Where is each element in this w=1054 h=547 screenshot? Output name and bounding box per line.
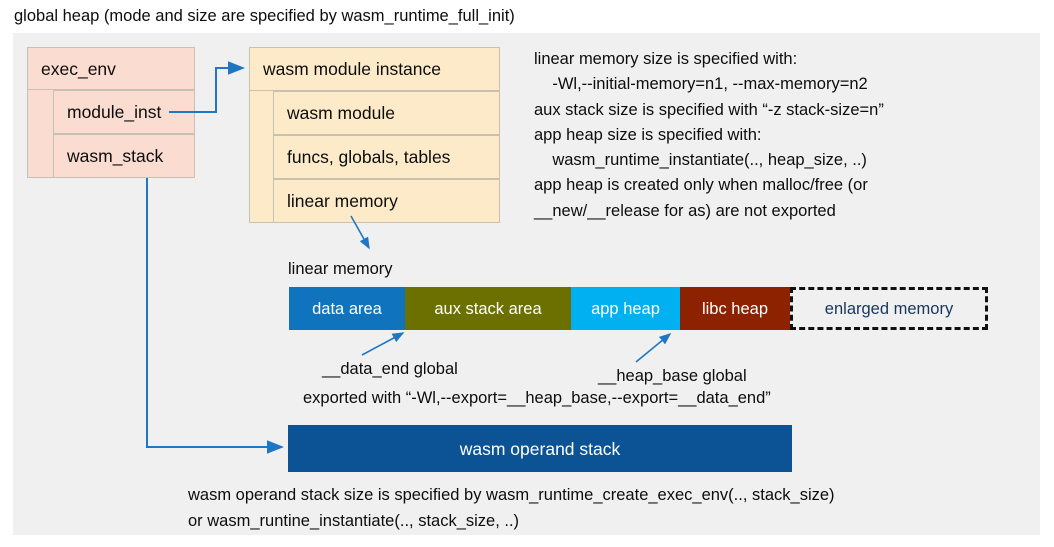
page-title: global heap (mode and size are specified… xyxy=(14,7,515,25)
wasm-module-instance-header: wasm module instance xyxy=(249,47,500,91)
wmi-row-label: wasm module xyxy=(287,103,395,123)
linear-memory-bar: data area aux stack area app heap libc heap… xyxy=(289,287,988,330)
memory-segment-label: aux stack area xyxy=(434,299,542,318)
linear-memory-bar-label: linear memory xyxy=(288,260,393,278)
memory-segment-label: libc heap xyxy=(701,299,769,318)
exec-env-row-label: wasm_stack xyxy=(67,146,164,166)
configuration-notes: linear memory size is specified with: -W… xyxy=(534,50,884,220)
wasm-operand-stack-box: wasm operand stack xyxy=(288,425,792,472)
memory-segment-label: data area xyxy=(312,299,382,318)
memory-segment: app heap xyxy=(571,287,680,330)
wmi-row-label: funcs, globals, tables xyxy=(287,147,451,167)
annotation-exported: exported with “-Wl,--export=__heap_base,… xyxy=(303,389,771,407)
annotation-data-end: __data_end global xyxy=(322,360,458,378)
memory-segment: enlarged memory xyxy=(790,287,988,330)
operand-stack-notes: wasm operand stack size is specified by … xyxy=(188,486,835,530)
memory-segment-label: app heap xyxy=(591,299,660,318)
memory-segment-label: enlarged memory xyxy=(824,299,954,318)
memory-segment: libc heap xyxy=(680,287,790,330)
exec-env-row-module-inst: module_inst xyxy=(53,90,195,134)
exec-env-header: exec_env xyxy=(27,47,195,90)
wmi-row-linear-memory: linear memory xyxy=(273,179,500,223)
memory-segment: data area xyxy=(289,287,405,330)
exec-env-row-wasm-stack: wasm_stack xyxy=(53,134,195,178)
wasm-operand-stack-label: wasm operand stack xyxy=(459,438,621,459)
wmi-row-funcs-globals-tables: funcs, globals, tables xyxy=(273,135,500,179)
exec-env-row-label: module_inst xyxy=(67,102,162,122)
memory-segment: aux stack area xyxy=(405,287,571,330)
wmi-row-wasm-module: wasm module xyxy=(273,91,500,135)
wasm-module-instance-header-label: wasm module instance xyxy=(263,59,441,79)
exec-env-header-label: exec_env xyxy=(41,58,116,79)
wmi-row-label: linear memory xyxy=(287,191,398,211)
annotation-heap-base: __heap_base global xyxy=(598,367,747,385)
